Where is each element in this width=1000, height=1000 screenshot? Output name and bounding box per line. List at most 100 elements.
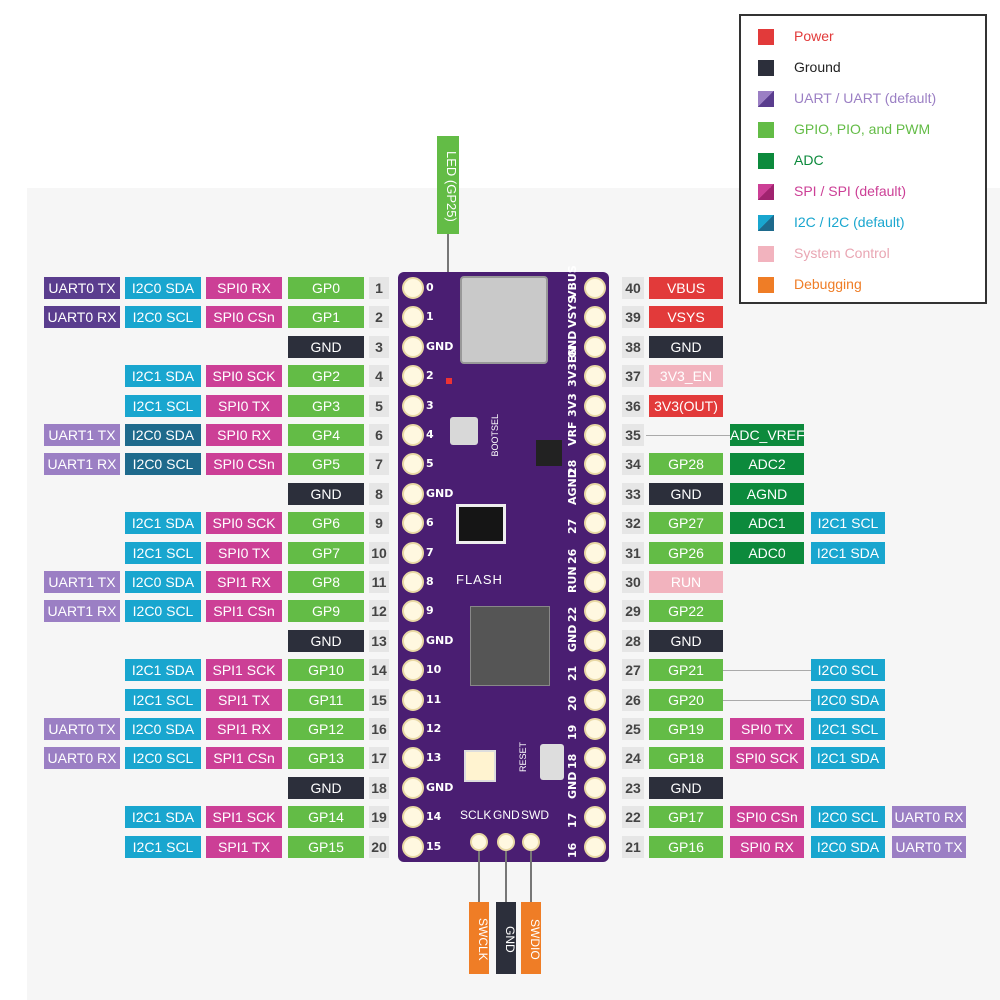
left-pin-number: 17 [369,747,389,770]
right-alt-function: UART0 TX [892,835,966,858]
split-pink-square-icon [758,184,774,200]
left-alt-function: I2C1 SDA [125,659,201,682]
crystal [464,750,496,782]
left-alt-function: I2C0 SDA [125,424,201,446]
left-pin-number: 16 [369,718,389,740]
pin-hole [402,835,424,858]
right-pin-label: GP27 [649,512,723,535]
pin-hole [402,571,424,593]
pin-hole [402,335,424,358]
right-alt-function: I2C1 SDA [811,747,885,770]
right-pin-label: GP18 [649,747,723,770]
right-silk-label: VBUS [566,265,579,299]
flash-label: FLASH [456,572,503,587]
pin-hole [402,600,424,623]
left-alt-function: SPI1 RX [206,718,282,740]
pin-hole [402,806,424,829]
left-pin-label: GP12 [288,718,364,740]
left-pin-label: GP14 [288,806,364,829]
right-silk-label: 27 [566,518,579,535]
right-pin-label: GP19 [649,718,723,740]
left-alt-function: I2C1 SDA [125,512,201,535]
left-pin-number: 8 [369,482,389,505]
right-alt-function: I2C1 SDA [811,541,885,564]
left-pin-label: GP8 [288,571,364,593]
right-pin-label: 3V3_EN [649,365,723,388]
right-alt-function: I2C0 SCL [811,806,885,829]
pin-hole [402,776,424,799]
left-alt-function: SPI1 SCK [206,659,282,682]
right-alt-function: ADC0 [730,541,804,564]
pin-hole [584,747,606,770]
pin-hole [584,629,606,652]
right-pin-label: GND [649,629,723,652]
pin-hole [584,453,606,476]
left-pin-number: 11 [369,571,389,593]
right-silk-label: 22 [566,607,579,623]
pin-hole [584,659,606,682]
right-pin-number: 31 [622,541,644,564]
debug-connector-line [530,851,532,902]
pin-hole [584,335,606,358]
pin-hole [584,776,606,799]
rp2040-chip [470,606,550,686]
pin-hole [402,365,424,388]
left-pin-number: 6 [369,424,389,446]
left-silk-label: 7 [426,545,434,559]
left-alt-function: I2C1 SCL [125,541,201,564]
legend-label: Ground [794,59,841,75]
left-pin-number: 14 [369,659,389,682]
left-silk-label: 12 [426,722,442,735]
debug-pin-label: SWCLK [469,902,490,974]
pin-hole [402,453,424,476]
pin-hole [402,688,424,711]
left-pin-number: 13 [369,629,389,652]
left-silk-label: GND [426,780,454,794]
right-silk-label: GND [566,771,579,799]
debug-pin-label: GND [496,902,517,974]
debug-hole [470,833,488,851]
legend-label: GPIO, PIO, and PWM [794,121,931,137]
right-alt-function: ADC_VREF [730,424,804,446]
left-silk-label: 11 [426,692,442,706]
legend-label: System Control [794,245,890,261]
right-silk-label: GND [566,624,579,652]
right-pin-number: 28 [622,629,644,652]
regulator-chip [536,440,562,466]
left-pin-label: GP10 [288,659,364,682]
right-silk-label: 18 [566,754,579,770]
left-alt-function: UART1 TX [44,424,120,446]
left-alt-function: I2C1 SDA [125,806,201,829]
legend-label: ADC [794,152,824,168]
right-silk-label: 3V3 [566,392,579,417]
left-alt-function: I2C0 SDA [125,277,201,299]
pin-hole [402,512,424,535]
left-pin-label: GP0 [288,277,364,299]
right-pin-number: 21 [622,835,644,858]
left-pin-label: GP1 [288,306,364,329]
left-silk-label: 4 [426,428,434,441]
right-silk-label: 17 [566,812,579,829]
pin-hole [584,394,606,417]
pin-hole [402,659,424,682]
right-alt-function: ADC1 [730,512,804,535]
right-pin-number: 32 [622,512,644,535]
debug-connector-line [505,851,507,902]
right-pin-label: GP21 [649,659,723,682]
left-pin-label: GND [288,482,364,505]
right-pin-label: GP17 [649,806,723,829]
right-silk-label: VSYS [566,296,579,329]
pin-hole [402,306,424,329]
left-silk-label: GND [426,339,454,353]
right-alt-function: I2C1 SCL [811,718,885,740]
darkgreen-square-icon [758,153,774,169]
left-pin-label: GP15 [288,835,364,858]
debug-hole [497,833,515,851]
right-pin-number: 24 [622,747,644,770]
debug-silk-label: SWD [521,808,549,822]
reset-button [540,744,564,780]
left-alt-function: I2C0 SDA [125,718,201,740]
right-silk-label: 21 [566,665,579,682]
pin-hole [584,688,606,711]
